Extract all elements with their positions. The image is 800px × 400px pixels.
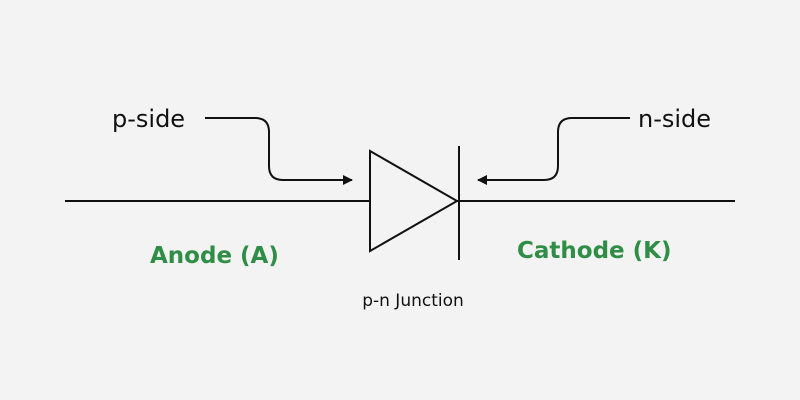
p-side-arrow [205, 117, 353, 185]
diode-triangle [369, 149, 460, 253]
junction-label: p-n Junction [362, 291, 464, 311]
cathode-label: Cathode (K) [517, 238, 672, 264]
anode-label: Anode (A) [150, 243, 279, 269]
n-side-label: n-side [638, 105, 711, 133]
p-side-label: p-side [112, 105, 185, 133]
n-side-arrow [477, 117, 630, 185]
